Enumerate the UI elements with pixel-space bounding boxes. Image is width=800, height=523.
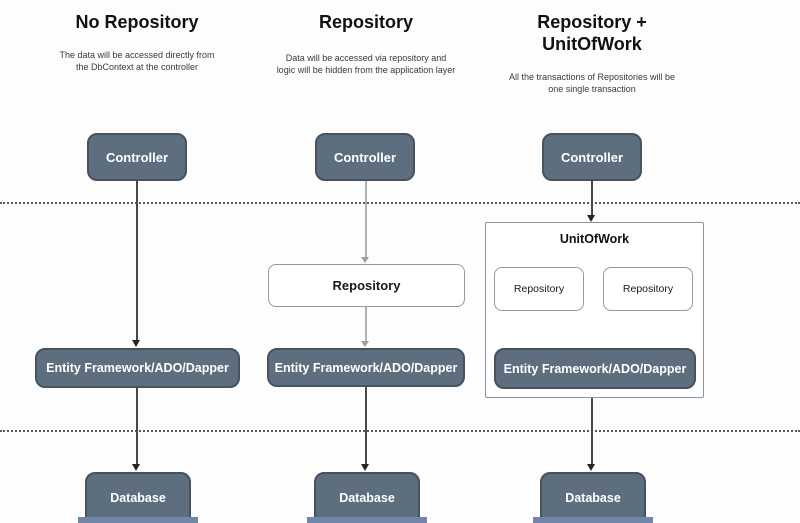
column-title-no-repository: No Repository	[75, 12, 199, 32]
controller-box-col1: Controller	[87, 133, 187, 181]
dotted-separator-bottom	[0, 430, 800, 432]
unitofwork-title: UnitOfWork	[559, 232, 630, 246]
database-box-col2: Database	[314, 472, 420, 523]
arrow-line-controller-to-ef-col1	[136, 181, 138, 340]
controller-box-col2: Controller	[315, 133, 415, 181]
arrow-line-controller-to-unitofwork-col3	[591, 181, 593, 215]
arrowhead-repository-to-ef-col2	[361, 341, 369, 347]
ef-box-col3: Entity Framework/ADO/Dapper	[494, 348, 696, 389]
database-base-strip-col2	[307, 517, 427, 523]
arrowhead-controller-to-repository-col2	[361, 257, 369, 263]
repository-sub-box-1: Repository	[494, 267, 584, 311]
arrowhead-unitofwork-to-database-col3	[587, 464, 595, 471]
arrowhead-ef-to-database-col2	[361, 464, 369, 471]
database-base-strip-col1	[78, 517, 198, 523]
column-title-repository-unitofwork: Repository + UnitOfWork	[537, 12, 647, 54]
column-description-repository-unitofwork: All the transactions of Repositories wil…	[508, 72, 676, 94]
arrow-line-controller-to-repository-col2	[365, 181, 367, 257]
column-description-repository: Data will be accessed via repository and…	[276, 53, 456, 75]
repository-sub-box-2: Repository	[603, 267, 693, 311]
arrow-line-ef-to-database-col2	[365, 387, 367, 464]
arrowhead-ef-to-database-col1	[132, 464, 140, 471]
ef-label-col3: Entity Framework/ADO/Dapper	[503, 361, 687, 376]
database-base-strip-col3	[533, 517, 653, 523]
arrowhead-controller-to-unitofwork-col3	[587, 215, 595, 222]
ef-label-col2: Entity Framework/ADO/Dapper	[274, 360, 458, 375]
arrow-line-unitofwork-to-database-col3	[591, 398, 593, 464]
arrow-line-ef-to-database-col1	[136, 388, 138, 464]
database-box-col3: Database	[540, 472, 646, 523]
column-title-repository: Repository	[318, 12, 414, 32]
arrow-line-repository-to-ef-col2	[365, 307, 367, 341]
ef-label-col1: Entity Framework/ADO/Dapper	[46, 361, 229, 375]
repository-box-col2: Repository	[268, 264, 465, 307]
ef-box-col1: Entity Framework/ADO/Dapper	[35, 348, 240, 388]
ef-box-col2: Entity Framework/ADO/Dapper	[267, 348, 465, 387]
database-box-col1: Database	[85, 472, 191, 523]
arrowhead-controller-to-ef-col1	[132, 340, 140, 347]
controller-box-col3: Controller	[542, 133, 642, 181]
dotted-separator-top	[0, 202, 800, 204]
column-description-no-repository: The data will be accessed directly from …	[59, 50, 215, 72]
unitofwork-container: UnitOfWork Repository Repository Entity …	[485, 222, 704, 398]
